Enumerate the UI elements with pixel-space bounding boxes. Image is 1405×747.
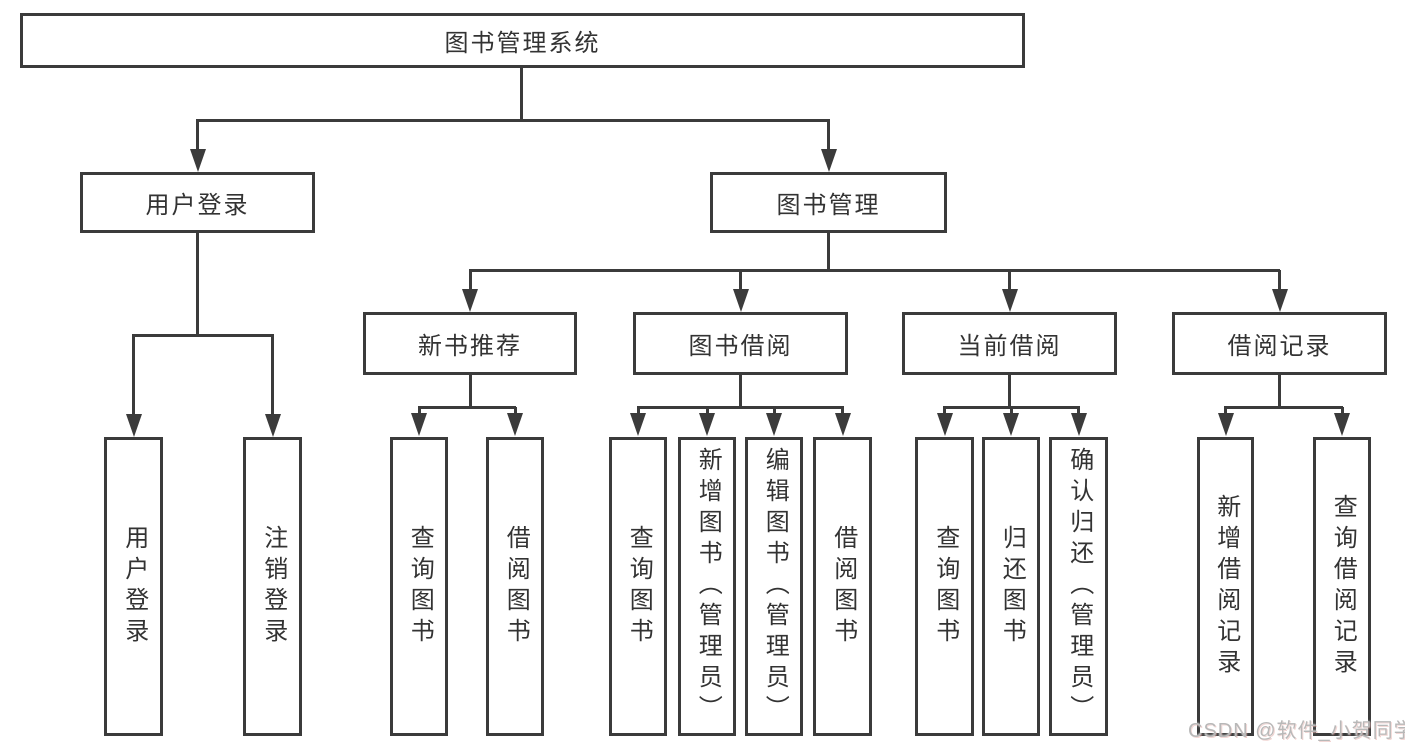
- node-borrowing-records: 借阅记录: [1172, 312, 1387, 375]
- leaf-logout: 注销登录: [243, 437, 302, 736]
- node-current-borrowing: 当前借阅: [902, 312, 1117, 375]
- node-label: 注销登录: [259, 524, 287, 649]
- leaf-borrow-books-1: 借阅图书: [486, 437, 544, 736]
- edge-line: [1224, 406, 1343, 409]
- edge-arrow: [411, 407, 427, 436]
- node-label: 确认归还（管理员）: [1065, 447, 1093, 726]
- edge-line: [469, 269, 1280, 272]
- edge-arrow: [462, 270, 478, 312]
- node-label: 借阅图书: [502, 524, 530, 649]
- edge-line: [196, 119, 830, 122]
- leaf-add-book-admin: 新增图书（管理员）: [678, 437, 736, 736]
- edge-arrow: [1334, 407, 1350, 436]
- leaf-edit-book-admin: 编辑图书（管理员）: [745, 437, 803, 736]
- leaf-query-borrow-record: 查询借阅记录: [1313, 437, 1371, 736]
- leaf-query-books-2: 查询图书: [609, 437, 667, 736]
- edge-arrow: [699, 407, 715, 436]
- leaf-add-borrow-record: 新增借阅记录: [1197, 437, 1254, 736]
- node-label: 用户登录: [120, 524, 148, 649]
- edge-arrow: [834, 407, 851, 436]
- edge-line: [1008, 373, 1011, 408]
- edge-arrow: [1001, 270, 1018, 312]
- leaf-query-books-3: 查询图书: [915, 437, 974, 736]
- edge-line: [468, 373, 472, 408]
- leaf-return-book: 归还图书: [982, 437, 1040, 736]
- node-label: 借阅图书: [829, 524, 857, 649]
- edge-line: [1277, 373, 1281, 408]
- edge-arrow: [1003, 407, 1019, 436]
- edge-arrow: [766, 407, 782, 436]
- edge-arrow: [1271, 270, 1288, 312]
- node-book-borrowing: 图书借阅: [633, 312, 848, 375]
- node-label: 借阅记录: [1227, 333, 1332, 360]
- edge-arrow: [820, 120, 837, 172]
- edge-arrow: [1217, 407, 1234, 436]
- node-label: 编辑图书（管理员）: [761, 447, 789, 726]
- edge-line: [637, 406, 844, 409]
- node-label: 查询借阅记录: [1329, 493, 1357, 680]
- node-user-login: 用户登录: [80, 172, 315, 233]
- leaf-query-books-1: 查询图书: [390, 437, 448, 736]
- edge-arrow: [189, 120, 206, 172]
- node-library-management-system: 图书管理系统: [20, 13, 1025, 68]
- node-label: 用户登录: [145, 192, 250, 219]
- node-label: 图书管理: [776, 192, 881, 219]
- edge-arrow: [1070, 407, 1087, 436]
- edge-arrow: [264, 335, 281, 437]
- edge-line: [739, 373, 742, 408]
- node-label: 新增图书（管理员）: [694, 447, 722, 726]
- leaf-confirm-return-admin: 确认归还（管理员）: [1049, 437, 1108, 736]
- leaf-user-login: 用户登录: [104, 437, 163, 736]
- edge-line: [132, 334, 274, 337]
- node-label: 图书管理系统: [444, 30, 601, 57]
- edge-arrow: [732, 270, 749, 312]
- edge-line: [418, 406, 516, 409]
- node-label: 图书借阅: [688, 333, 793, 360]
- edge-arrow: [936, 407, 953, 436]
- node-label: 新增借阅记录: [1212, 493, 1240, 680]
- leaf-borrow-books-2: 借阅图书: [813, 437, 872, 736]
- node-new-book-recommend: 新书推荐: [363, 312, 577, 375]
- edge-line: [519, 66, 523, 122]
- node-label: 查询图书: [625, 524, 653, 649]
- node-label: 查询图书: [931, 524, 959, 649]
- node-book-management: 图书管理: [710, 172, 947, 233]
- edge-arrow: [125, 335, 142, 437]
- csdn-watermark: CSDN @软件_小贺同学: [1188, 720, 1405, 742]
- edge-line: [827, 232, 830, 271]
- edge-arrow: [507, 407, 523, 436]
- node-label: 查询图书: [406, 524, 434, 649]
- node-label: 当前借阅: [957, 333, 1062, 360]
- edge-arrow: [630, 407, 646, 436]
- node-label: 归还图书: [998, 524, 1026, 649]
- node-label: 新书推荐: [418, 333, 522, 360]
- edge-line: [196, 232, 199, 336]
